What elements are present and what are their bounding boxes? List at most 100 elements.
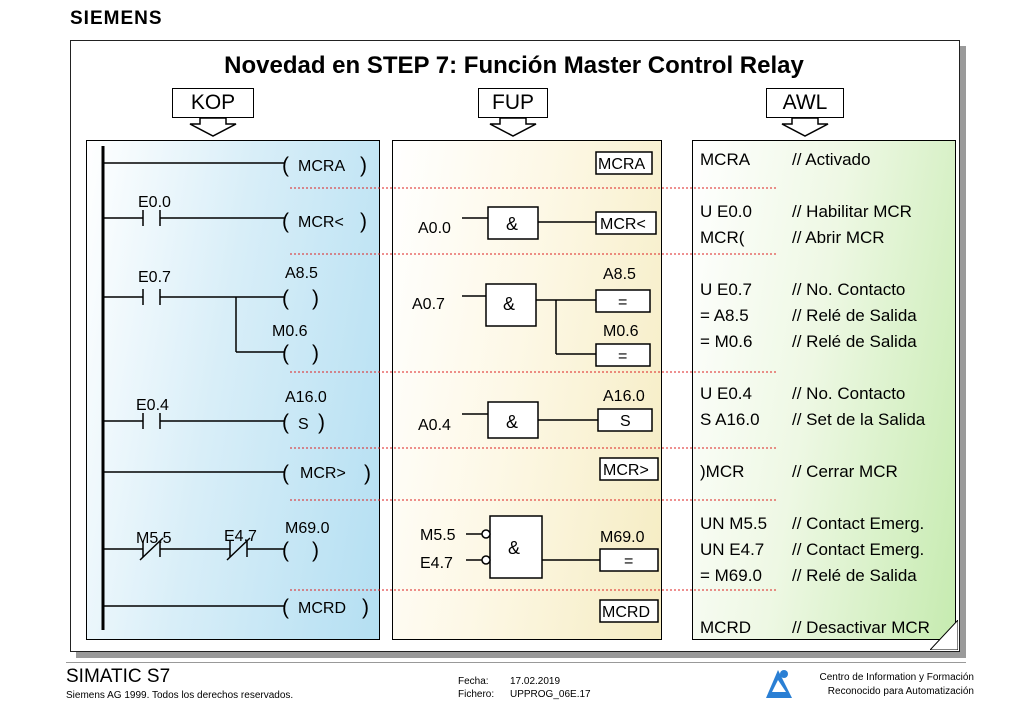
awl-code: MCRA [700, 150, 751, 169]
kop-set-coil: S [298, 416, 309, 433]
fup-and-label-2: & [503, 294, 515, 314]
awl-code: UN M5.5 [700, 514, 768, 533]
awl-line: MCRA // Activado [700, 150, 870, 170]
awl-comment: // Desactivar MCR [792, 618, 930, 637]
fup-and-box-2 [485, 283, 537, 327]
svg-text:): ) [364, 462, 371, 485]
fup-a00-label: A0.0 [418, 220, 451, 237]
fup-a85-assign-box [595, 289, 651, 313]
awl-code: = M0.6 [700, 332, 753, 351]
awl-comment: // Activado [792, 150, 871, 169]
awl-line: U E0.0// Habilitar MCR [700, 202, 912, 222]
fup-mcr-close-label: MCR> [603, 462, 649, 479]
svg-text:(: ( [282, 154, 289, 177]
fup-eq-label-2: = [618, 348, 627, 365]
awl-line: MCRD// Desactivar MCR [700, 618, 930, 638]
awl-code: U E0.7 [700, 280, 752, 299]
svg-text:(: ( [282, 539, 289, 562]
awl-code: S A16.0 [700, 410, 760, 429]
svg-text:(: ( [282, 287, 289, 310]
svg-text:): ) [362, 596, 369, 619]
svg-text:): ) [318, 411, 325, 434]
awl-line: UN M5.5 // Contact Emerg. [700, 514, 924, 534]
training-center-logo-icon [766, 670, 792, 698]
fup-s-label: S [620, 413, 631, 430]
kop-mcrd-coil: MCRD [298, 600, 346, 617]
awl-line: = A8.5 // Relé de Salida [700, 306, 917, 326]
fup-mcr-open-box [595, 211, 657, 235]
fup-mcr-open-label: MCR< [600, 216, 646, 233]
svg-text:): ) [360, 210, 367, 233]
awl-code: = A8.5 [700, 306, 749, 325]
fup-and-box-1 [487, 206, 539, 240]
fup-negation-icon-2 [481, 555, 491, 565]
kop-e04-label: E0.4 [136, 397, 169, 414]
awl-comment: // No. Contacto [792, 384, 906, 403]
awl-comment: // Abrir MCR [792, 228, 885, 247]
awl-comment: // Cerrar MCR [792, 462, 898, 481]
awl-line: U E0.7 // No. Contacto [700, 280, 905, 300]
svg-text:(: ( [282, 342, 289, 365]
center-line-2: Reconocido para Automatización [827, 686, 974, 697]
kop-m690-label: M69.0 [285, 520, 330, 537]
svg-text:): ) [312, 287, 319, 310]
awl-line: = M69.0 // Relé de Salida [700, 566, 917, 586]
awl-code: MCR( [700, 228, 745, 247]
awl-comment: // Set de la Salida [792, 410, 926, 429]
fup-m690-label: M69.0 [600, 529, 645, 546]
fup-mcrd-label: MCRD [602, 604, 650, 621]
fup-and-box-3 [487, 401, 539, 439]
fup-and-label-3: & [506, 412, 518, 432]
fup-a04-label: A0.4 [418, 417, 451, 434]
kop-e07-label: E0.7 [138, 269, 171, 286]
awl-comment: // No. Contacto [792, 280, 906, 299]
slide-title: Novedad en STEP 7: Función Master Contro… [224, 52, 804, 79]
fup-eq-label-1: = [618, 294, 627, 311]
fup-a85-label: A8.5 [603, 266, 636, 283]
awl-code: U E0.0 [700, 202, 752, 221]
kop-mcra-coil: MCRA [298, 158, 345, 175]
awl-comment: // Contact Emerg. [792, 540, 925, 559]
fecha-value: 17.02.2019 [510, 676, 561, 687]
kop-a160-label: A16.0 [285, 389, 327, 406]
fup-mcr-close-box [599, 457, 659, 481]
fup-m55-label: M5.5 [420, 527, 456, 544]
kop-arrow-icon [189, 117, 237, 137]
awl-line: S A16.0 // Set de la Salida [700, 410, 925, 430]
product-name: SIMATIC S7 [66, 666, 171, 687]
fup-a160-label: A16.0 [603, 388, 645, 405]
kop-mcr-close-coil: MCR> [300, 465, 346, 482]
awl-comment: // Relé de Salida [792, 332, 917, 351]
kop-mcr-open-coil: MCR< [298, 214, 344, 231]
svg-text:): ) [360, 154, 367, 177]
awl-line: UN E4.7 // Contact Emerg. [700, 540, 924, 560]
kop-m55-label: M5.5 [136, 530, 172, 547]
footer-divider [66, 662, 966, 663]
fup-m06-assign-box [595, 343, 651, 367]
fecha-label: Fecha: [458, 676, 489, 687]
awl-comment: // Relé de Salida [792, 566, 917, 585]
fup-eq-label-3: = [624, 553, 633, 570]
awl-code: )MCR [700, 462, 745, 481]
awl-line: )MCR // Cerrar MCR [700, 462, 898, 482]
awl-comment: // Relé de Salida [792, 306, 917, 325]
awl-comment: // Contact Emerg. [792, 514, 925, 533]
center-line-1: Centro de Information y Formación [819, 672, 974, 683]
awl-code: UN E4.7 [700, 540, 765, 559]
kop-a85-label: A8.5 [285, 265, 318, 282]
siemens-logo: SIEMENS [70, 8, 163, 29]
svg-text:): ) [312, 539, 319, 562]
fup-and-label-1: & [506, 214, 518, 234]
fup-arrow-icon [489, 117, 537, 137]
fup-m06-label: M0.6 [603, 323, 639, 340]
fichero-label: Fichero: [458, 689, 495, 700]
fup-and-box-4 [489, 515, 543, 579]
copyright: Siemens AG 1999. Todos los derechos rese… [66, 690, 294, 701]
awl-line: U E0.4// No. Contacto [700, 384, 905, 404]
fup-a07-label: A0.7 [412, 296, 445, 313]
page-fold-icon [930, 620, 958, 650]
awl-code: = M69.0 [700, 566, 762, 585]
